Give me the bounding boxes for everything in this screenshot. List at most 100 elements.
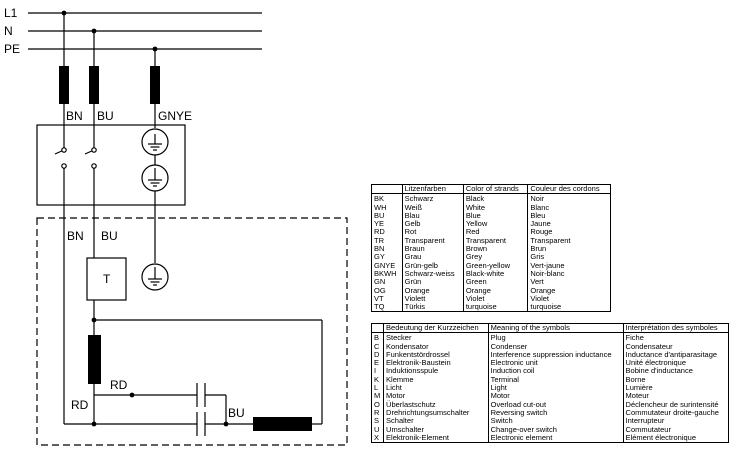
symbol-cell: S bbox=[374, 416, 380, 426]
color-cell: GN bbox=[374, 277, 386, 287]
symbol-cell: Overload cut-out bbox=[487, 400, 624, 409]
color-cell: Rouge bbox=[527, 228, 611, 237]
color-cell: Blau bbox=[401, 211, 464, 221]
color-cell: BN bbox=[374, 244, 385, 254]
symbol-cell: Inductance d'antiparasitage bbox=[622, 350, 729, 360]
symbol-cell: Déclencheur de surintensité bbox=[622, 400, 729, 409]
color-cell: Bleu bbox=[527, 211, 611, 221]
symbol-cell: U bbox=[374, 424, 380, 434]
symbol-cell: Condenser bbox=[487, 342, 624, 351]
symbol-header-3: Interprétation des symboles bbox=[622, 323, 729, 334]
color-cell: YE bbox=[374, 219, 385, 229]
color-cell: Braun bbox=[401, 244, 464, 254]
color-cell: Grün-gelb bbox=[401, 261, 464, 270]
symbol-cell: Kondensator bbox=[383, 342, 489, 351]
color-cell: RD bbox=[374, 227, 385, 237]
color-cell: BU bbox=[374, 210, 385, 220]
color-cell: Orange bbox=[401, 286, 464, 295]
color-cell: Transparent bbox=[462, 236, 528, 246]
color-cell: TQ bbox=[374, 302, 385, 312]
label-bu-lower: BU bbox=[101, 229, 118, 243]
symbol-cell: K bbox=[374, 374, 380, 384]
color-header-3: Couleur des cordons bbox=[527, 184, 611, 195]
color-cell: BK bbox=[374, 194, 385, 204]
label-bu-top: BU bbox=[97, 109, 114, 123]
symbol-cell: M bbox=[374, 391, 381, 401]
label-bn-top: BN bbox=[66, 109, 83, 123]
symbol-cell: Unité électronique bbox=[622, 358, 729, 368]
label-bu-bottom: BU bbox=[228, 406, 245, 420]
symbol-cell: Electronic unit bbox=[487, 358, 624, 368]
bottom-element bbox=[253, 417, 312, 431]
symbol-cell: Borne bbox=[622, 375, 729, 385]
symbol-cell: Motor bbox=[487, 392, 624, 401]
symbol-cell: Induction coil bbox=[487, 367, 624, 376]
color-cell: Grün bbox=[401, 277, 464, 287]
color-cell: Türkis bbox=[401, 303, 464, 312]
motor-coil bbox=[88, 335, 101, 384]
color-cell: Transparent bbox=[527, 236, 611, 246]
symbol-cell: Plug bbox=[487, 332, 624, 343]
symbol-cell: Licht bbox=[383, 383, 489, 393]
color-cell: Schwarz-weiss bbox=[401, 269, 464, 279]
color-cell: turquoise bbox=[527, 303, 611, 312]
symbol-cell: Überlastschutz bbox=[383, 400, 489, 409]
symbol-cell: Schalter bbox=[383, 416, 489, 426]
symbol-cell: Change-over switch bbox=[487, 425, 624, 434]
color-cell: Vert bbox=[527, 277, 611, 287]
plug-pin-pe bbox=[150, 66, 160, 104]
symbol-cell: Stecker bbox=[383, 332, 489, 343]
color-header-2: Color of strands bbox=[462, 184, 528, 195]
symbol-cell: Umschalter bbox=[383, 425, 489, 434]
switch-housing bbox=[36, 124, 186, 206]
label-rd-1: RD bbox=[110, 378, 128, 392]
symbol-cell: O bbox=[374, 399, 380, 409]
color-cell: Orange bbox=[462, 286, 528, 295]
color-cell: Violet bbox=[527, 294, 611, 304]
label-pe: PE bbox=[4, 42, 20, 56]
color-header-0 bbox=[371, 184, 403, 195]
wiring-diagram: L1 N PE BN BU GNYE BN BU T RD RD BU bbox=[4, 6, 348, 446]
color-cell: Vert-jaune bbox=[527, 261, 611, 270]
color-cell: Black bbox=[462, 193, 528, 204]
symbol-cell: Switch bbox=[487, 416, 624, 426]
symbol-cell: Condensateur bbox=[622, 342, 729, 351]
color-cell: Violett bbox=[401, 294, 464, 304]
color-cell: WH bbox=[374, 202, 387, 212]
symbol-cell: Commutateur droite-gauche bbox=[622, 408, 729, 418]
color-cell: Schwarz bbox=[401, 193, 464, 204]
color-cell: turquoise bbox=[462, 303, 528, 312]
symbol-cell: Reversing switch bbox=[487, 408, 624, 418]
color-cell: Noir-blanc bbox=[527, 269, 611, 279]
color-cell: Grey bbox=[462, 253, 528, 262]
color-header-1: Litzenfarben bbox=[401, 184, 464, 195]
symbol-cell: C bbox=[374, 341, 380, 351]
symbol-cell: Funkentstördrossel bbox=[383, 350, 489, 360]
color-cell: Brown bbox=[462, 244, 528, 254]
color-cell: White bbox=[462, 203, 528, 212]
color-cell: Red bbox=[462, 228, 528, 237]
symbol-cell: Bobine d'inductance bbox=[622, 367, 729, 376]
color-cell: GY bbox=[374, 252, 385, 262]
label-l1: L1 bbox=[4, 6, 18, 20]
symbol-cell: Terminal bbox=[487, 375, 624, 385]
label-bn-lower: BN bbox=[67, 229, 84, 243]
symbol-header-1: Bedeutung der Kurzzeichen bbox=[383, 323, 489, 334]
color-cell: BKWH bbox=[374, 268, 397, 278]
appliance-housing bbox=[36, 217, 348, 446]
